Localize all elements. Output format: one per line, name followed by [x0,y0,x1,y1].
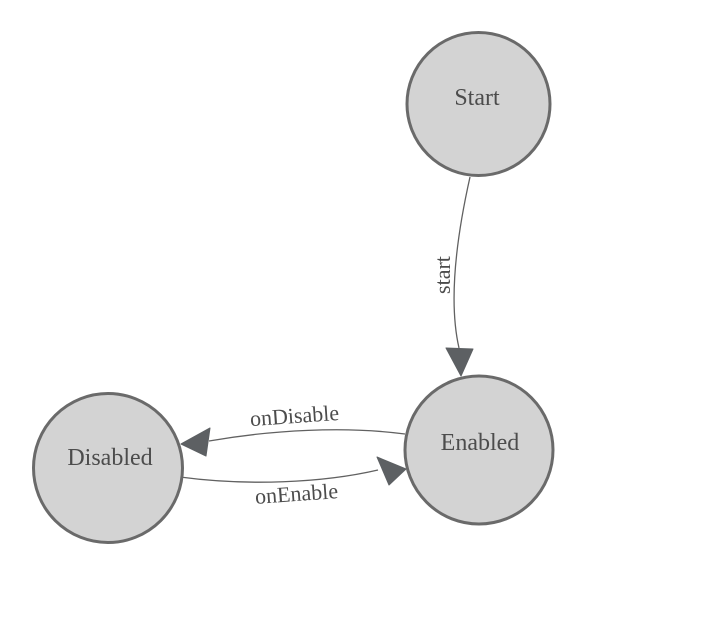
transition-disabled-to-enabled[interactable]: onEnable [179,456,407,509]
node-circle-enabled[interactable] [403,374,555,526]
edge-path-start[interactable] [453,176,471,349]
state-node-start[interactable]: Start [405,31,552,177]
transition-start-to-enabled[interactable]: start [430,176,474,377]
node-label-start: Start [454,85,500,111]
node-label-disabled: Disabled [67,445,152,471]
state-node-disabled[interactable]: Disabled [32,392,184,544]
node-circle-start[interactable] [405,31,552,177]
arrowhead-icon [180,427,211,457]
edge-label-ondisable: onDisable [249,400,340,431]
edge-path-ondisable[interactable] [208,429,406,442]
edge-path-onenable[interactable] [179,469,379,483]
state-node-enabled[interactable]: Enabled [403,374,555,526]
arrowhead-icon [376,456,407,486]
node-circle-disabled[interactable] [32,392,184,544]
edge-label-start: start [430,256,455,294]
transition-enabled-to-disabled[interactable]: onDisable [180,400,406,457]
node-label-enabled: Enabled [441,430,520,456]
edge-label-onenable: onEnable [254,478,339,509]
arrowhead-icon [445,347,474,377]
